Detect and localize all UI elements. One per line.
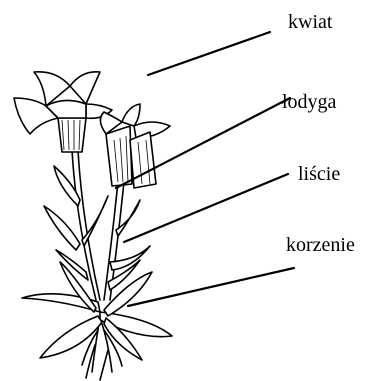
label-stem: łodyga [282, 92, 336, 112]
label-roots: korzenie [286, 235, 355, 255]
label-flower: kwiat [288, 12, 332, 32]
label-leaves: liście [298, 164, 340, 184]
flower-pointer [148, 32, 270, 75]
roots-pointer [128, 268, 294, 306]
right-flower [100, 104, 170, 188]
left-flower [14, 72, 112, 152]
plant-illustration [14, 72, 172, 380]
basal-leaves [22, 262, 172, 360]
